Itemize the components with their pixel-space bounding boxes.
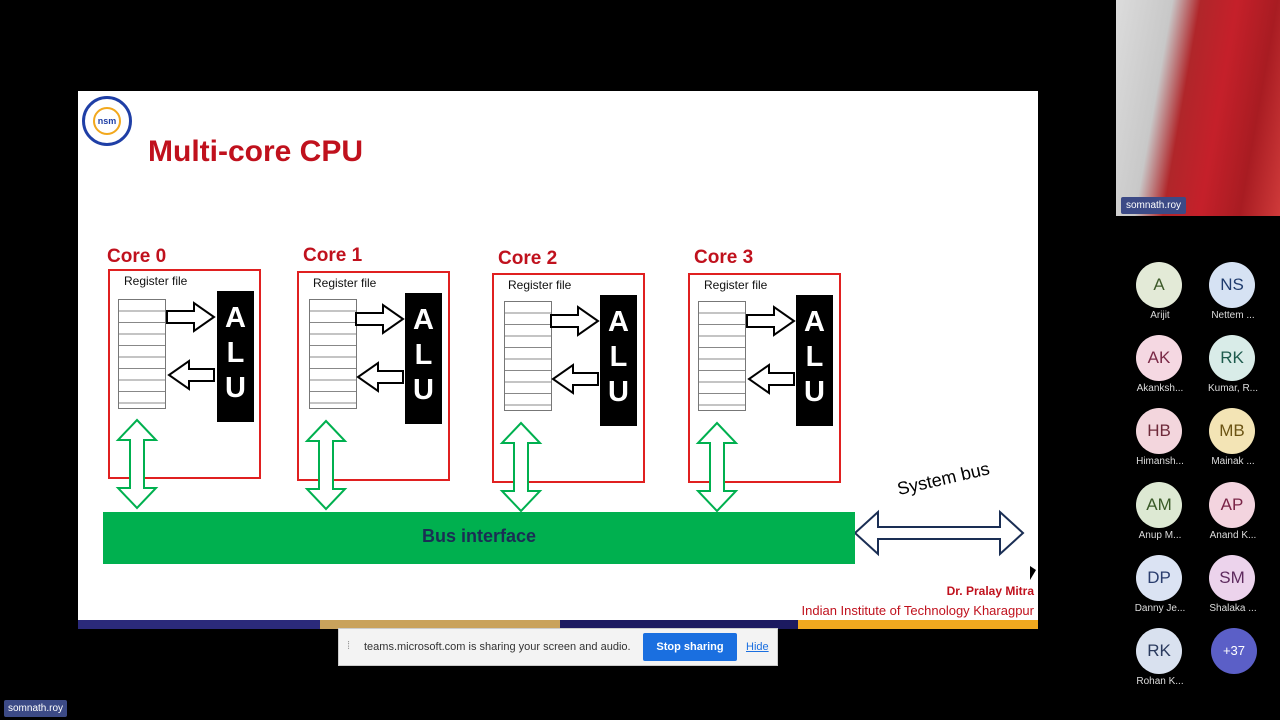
alu-letter: A [804,306,825,338]
avatar: MB [1209,408,1255,455]
screen-share-bar: ⁞ teams.microsoft.com is sharing your sc… [338,628,778,666]
avatar: RK [1136,628,1182,674]
participant-tile[interactable]: RK Rohan K... [1125,628,1195,696]
core-box: Register file A L U [297,271,450,481]
bus-interface: Bus interface [103,512,855,564]
register-file [309,299,357,409]
avatar: AP [1209,481,1255,528]
alu-letter: U [804,376,825,408]
left-arrow-icon [551,363,599,395]
register-file [698,301,746,411]
register-file-label: Register file [313,276,377,290]
alu-block: A L U [217,291,254,422]
alu-letter: L [414,339,433,371]
shared-slide: nsm Multi-core CPU Core 0 Register file … [78,91,1038,629]
alu-letter: A [608,306,629,338]
participant-name: Shalaka ... [1209,602,1257,614]
register-file-label: Register file [704,278,768,292]
alu-block: A L U [796,295,833,426]
alu-block: A L U [405,293,442,424]
logo-text: nsm [97,116,117,126]
double-arrow-icon [304,419,348,511]
participant-name: Arijit [1150,310,1170,321]
alu-letter: L [609,341,628,373]
participant-name: Mainak ... [1211,456,1255,468]
alu-letter: U [225,372,246,404]
left-arrow-icon [167,359,215,391]
participant-tile[interactable]: A Arijit [1125,262,1195,330]
slide-title: Multi-core CPU [148,135,364,168]
alu-letter: L [226,337,245,369]
logo-ring: nsm [93,107,121,135]
participant-name: Rohan K... [1136,676,1184,687]
drag-handle-icon[interactable]: ⁞ [347,640,351,652]
register-file-label: Register file [124,274,188,288]
diagram-arrows [115,301,1025,557]
share-message: teams.microsoft.com is sharing your scre… [364,641,631,653]
system-bus-arrow-icon [853,509,1025,557]
alu-letter: U [413,374,434,406]
core-label: Core 2 [498,248,558,269]
alu-letter: A [413,304,434,336]
alu-letter: A [225,302,246,334]
participant-name: Anup M... [1138,529,1182,541]
core-label: Core 1 [303,245,363,266]
right-arrow-icon [550,305,600,337]
self-name-tag: somnath.roy [4,700,68,717]
presenter-name-tag: somnath.roy [1121,197,1187,214]
avatar: HB [1136,408,1182,455]
footer-stripe [78,620,1038,629]
core-box: Register file A L U [688,273,841,483]
left-arrow-icon [747,363,795,395]
avatar: AM [1136,481,1182,528]
register-file-label: Register file [508,278,572,292]
more-participants-button[interactable]: +37 [1211,628,1257,674]
right-arrow-icon [166,301,216,333]
hide-link[interactable]: Hide [746,641,769,653]
credit-institute: Indian Institute of Technology Kharagpur [801,603,1034,618]
participant-name: Danny Je... [1134,602,1186,614]
register-file [118,299,166,409]
core-box: Register file A L U [492,273,645,483]
presenter-video[interactable] [1116,0,1280,216]
bus-interface-label: Bus interface [421,526,537,546]
avatar: RK [1209,335,1255,382]
right-arrow-icon [355,303,405,335]
core-label: Core 0 [107,246,167,267]
left-arrow-icon [356,361,404,393]
double-arrow-icon [499,421,543,513]
avatar: AK [1136,335,1182,382]
mouse-cursor-icon [1030,566,1036,580]
avatar: A [1136,262,1182,308]
alu-letter: L [805,341,824,373]
alu-block: A L U [600,295,637,426]
double-arrow-icon [115,418,159,510]
participant-name: Akanksh... [1136,383,1184,395]
stop-sharing-button[interactable]: Stop sharing [643,633,737,661]
avatar: DP [1136,554,1182,601]
core-label: Core 3 [694,247,754,268]
participant-name: Anand K... [1209,529,1257,541]
double-arrow-icon [695,421,739,513]
alu-letter: U [608,376,629,408]
credit-name: Dr. Pralay Mitra [946,584,1034,598]
participant-tile[interactable]: NS Nettem ... [1198,262,1268,330]
core-box: Register file A L U [108,269,261,479]
participant-name: Nettem ... [1211,310,1255,321]
nsm-logo: nsm [82,96,132,146]
participant-name: Himansh... [1136,456,1184,468]
register-file [504,301,552,411]
avatar: NS [1209,262,1255,308]
avatar: SM [1209,554,1255,601]
participant-name: Kumar, R... [1207,383,1258,395]
right-arrow-icon [746,305,796,337]
